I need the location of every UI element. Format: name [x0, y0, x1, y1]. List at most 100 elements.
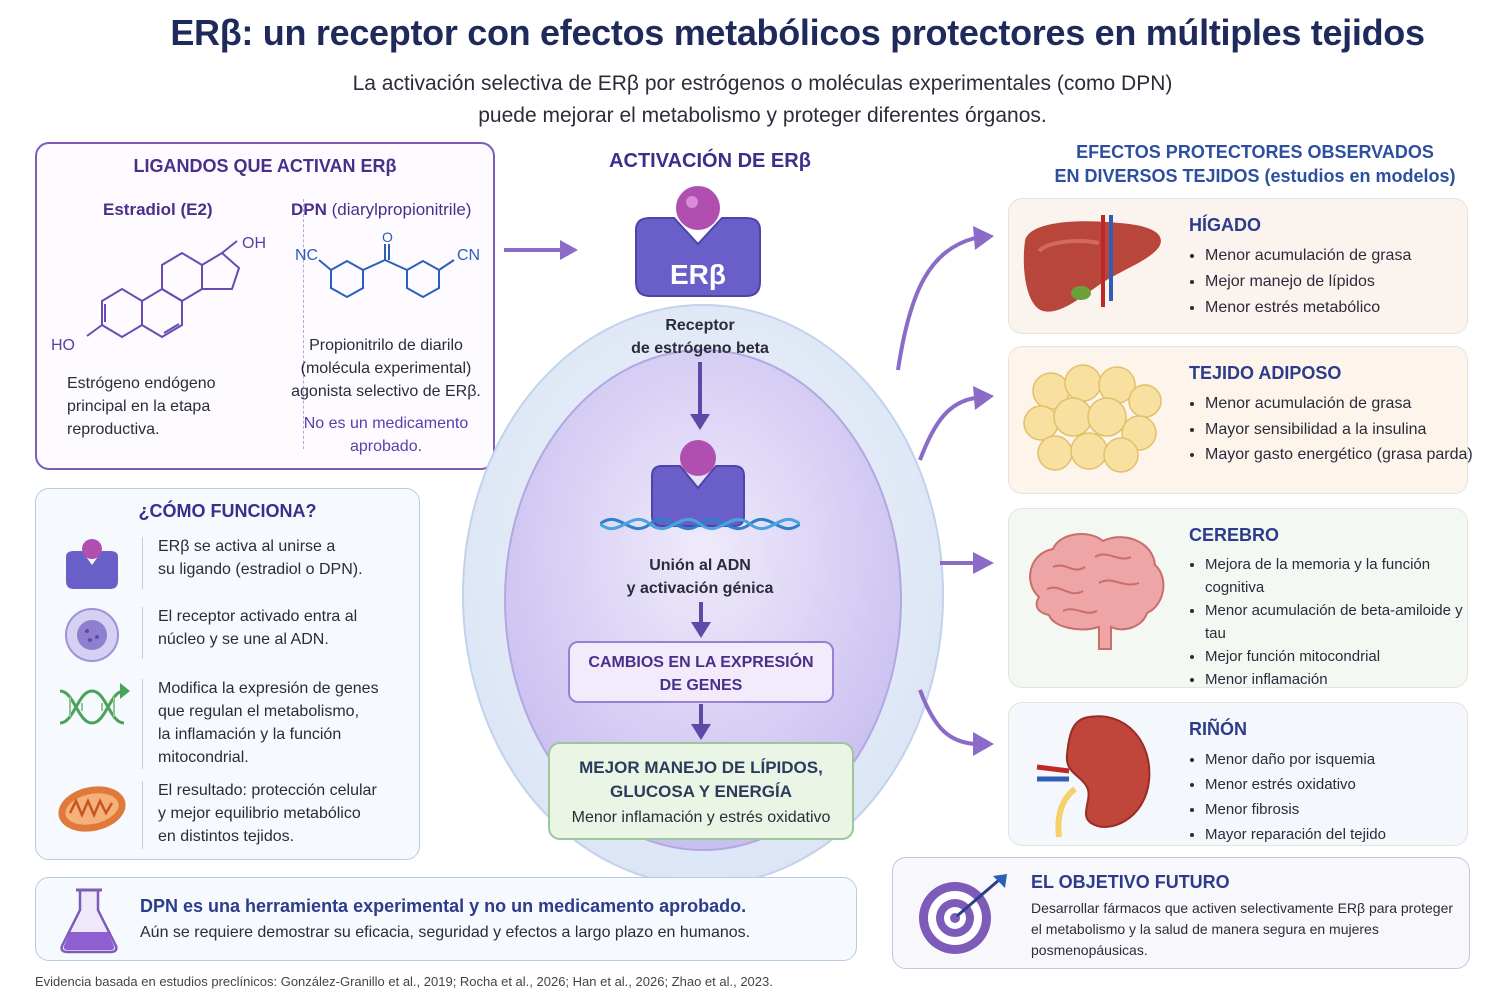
estradiol-name: Estradiol (E2) [103, 200, 213, 219]
how-it-works-panel: ¿CÓMO FUNCIONA? ERβ se activa al unirse … [35, 488, 420, 860]
estradiol-structure-icon: OH HO [51, 235, 266, 354]
dpn-description: Propionitrilo de diarilo (molécula exper… [281, 334, 491, 403]
text-line: Estrógeno endógeno [67, 375, 216, 392]
receptor-label: ERβ [670, 259, 726, 290]
organ-effects-list: Mejora de la memoria y la función cognit… [1189, 553, 1480, 691]
organ-effects-list: Menor daño por isquemia Menor estrés oxi… [1189, 747, 1480, 847]
adipose-icon [1023, 364, 1162, 473]
organ-title: CEREBRO [1189, 525, 1280, 545]
separator [142, 679, 143, 769]
ligands-panel: LIGANDOS QUE ACTIVAN ERβ Estradiol (E2) … [35, 142, 495, 470]
center-title: ACTIVACIÓN DE ERβ [609, 150, 811, 172]
arrowhead-icon [973, 226, 994, 250]
text-line: MEJOR MANEJO DE LÍPIDOS, [579, 758, 823, 777]
dna-caption: Unión al ADN y activación génica [560, 554, 840, 600]
effects-title: EFECTOS PROTECTORES OBSERVADOS EN DIVERS… [1000, 140, 1500, 188]
text-line: y mejor equilibrio metabólico [158, 805, 361, 822]
text-line: aprobado. [349, 438, 423, 455]
estradiol-description: Estrógeno endógeno principal en la etapa… [67, 372, 216, 441]
metabolic-outcome-box: MEJOR MANEJO DE LÍPIDOS, GLUCOSA Y ENERG… [548, 742, 854, 840]
text-line: Propionitrilo de diarilo [309, 337, 463, 354]
text-line: principal en la etapa [67, 398, 211, 415]
list-item: Mejor manejo de lípidos [1205, 269, 1480, 295]
subtitle-line: puede mejorar el metabolismo y proteger … [478, 104, 1047, 127]
dpn-structure-icon: NC O CN [295, 230, 480, 299]
organ-card-kidney: RIÑÓN Menor daño por isquemia Menor estr… [1008, 702, 1468, 846]
title-main: EN DIVERSOS TEJIDOS [1054, 166, 1260, 186]
arrow-right-icon [504, 240, 578, 260]
list-item: Menor acumulación de grasa [1205, 243, 1480, 269]
o-label: O [382, 230, 393, 245]
column-divider [303, 199, 304, 449]
text-line: El resultado: protección celular [158, 782, 377, 799]
separator [142, 537, 143, 589]
organ-effects-list: Menor acumulación de grasa Mayor sensibi… [1189, 391, 1480, 467]
organ-title: TEJIDO ADIPOSO [1189, 363, 1342, 383]
list-item: Menor estrés metabólico [1205, 295, 1480, 321]
dpn-full-name: (diarylpropionitrile) [331, 200, 472, 219]
how-step-text: ERβ se activa al unirse a su ligando (es… [158, 535, 418, 581]
how-step-text: El receptor activado entra al núcleo y s… [158, 605, 418, 651]
dna-icon [59, 683, 130, 725]
cn-label: CN [457, 247, 480, 264]
how-title: ¿CÓMO FUNCIONA? [138, 501, 317, 521]
list-item: Menor daño por isquemia [1205, 747, 1480, 772]
text-line: ERβ se activa al unirse a [158, 538, 336, 555]
dpn-name: DPN (diarylpropionitrile) [291, 200, 471, 220]
text-line: EFECTOS PROTECTORES OBSERVADOS [1076, 142, 1434, 162]
organ-card-liver: HÍGADO Menor acumulación de grasa Mejor … [1008, 198, 1468, 334]
organ-card-adipose: TEJIDO ADIPOSO Menor acumulación de gras… [1008, 346, 1473, 494]
separator [142, 607, 143, 659]
receptor-on-dna-icon [600, 440, 800, 531]
separator [142, 781, 143, 849]
list-item: Menor acumulación de beta-amiloide y tau [1205, 599, 1480, 645]
text-line: Modifica la expresión de genes [158, 680, 379, 697]
future-goal-panel: EL OBJETIVO FUTURO Desarrollar fármacos … [892, 857, 1470, 969]
outcome-subtitle: Menor inflamación y estrés oxidativo [571, 809, 831, 826]
dpn-abbrev: DPN [291, 200, 327, 219]
text-line: en distintos tejidos. [158, 828, 295, 845]
text-line: mitocondrial. [158, 749, 249, 766]
text-line: agonista selectivo de ERβ. [291, 383, 481, 400]
text-line: que regulan el metabolismo, [158, 703, 360, 720]
text-line: Receptor [665, 317, 735, 334]
dpn-warning-panel: DPN es una herramienta experimental y no… [35, 877, 857, 961]
text-line: EN DIVERSOS TEJIDOS (estudios en modelos… [1000, 164, 1500, 188]
text-line: El receptor activado entra al [158, 608, 358, 625]
how-step-text: El resultado: protección celular y mejor… [158, 779, 418, 848]
arrowhead-icon [973, 552, 994, 574]
flask-icon [60, 888, 118, 954]
list-item: Mejora de la memoria y la función cognit… [1205, 553, 1480, 599]
receptor-caption: Receptor de estrógeno beta [560, 314, 840, 360]
list-item: Menor acumulación de grasa [1205, 391, 1480, 417]
text-line: la inflamación y la función [158, 726, 342, 743]
references-footer: Evidencia basada en estudios preclínicos… [35, 974, 773, 989]
list-item: Menor fibrosis [1205, 797, 1480, 822]
receptor-icon [66, 539, 118, 589]
ligands-title: LIGANDOS QUE ACTIVAN ERβ [133, 156, 397, 176]
goal-text: Desarrollar fármacos que activen selecti… [1031, 900, 1454, 958]
list-item: Mejor función mitocondrial [1205, 645, 1480, 668]
organ-title: HÍGADO [1189, 215, 1261, 235]
oh-label: OH [242, 235, 266, 252]
arrowhead-icon [973, 732, 994, 756]
nc-label: NC [295, 247, 318, 264]
organ-card-brain: CEREBRO Mejora de la memoria y la funció… [1008, 508, 1468, 688]
dpn-warning-text: Aún se requiere demostrar su eficacia, s… [140, 924, 751, 941]
brain-icon [1029, 533, 1165, 650]
arrow-down-icon [691, 602, 711, 638]
target-icon [919, 874, 1007, 954]
receptor-icon: ERβ [635, 186, 761, 297]
organ-effects-list: Menor acumulación de grasa Mejor manejo … [1189, 243, 1480, 321]
organ-arrows [896, 226, 994, 756]
text-line: reproductiva. [67, 421, 160, 438]
subtitle-line: La activación selectiva de ERβ por estró… [352, 72, 1173, 95]
cell-illustration [462, 304, 944, 880]
list-item: Mayor sensibilidad a la insulina [1205, 417, 1480, 443]
arrow-down-icon [691, 704, 711, 740]
text-line: DE GENES [659, 677, 743, 694]
text-line: de estrógeno beta [631, 340, 769, 357]
text-line: CAMBIOS EN LA EXPRESIÓN [588, 654, 814, 671]
text-line: (molécula experimental) [300, 360, 472, 377]
cell-nucleus-icon [65, 608, 119, 662]
